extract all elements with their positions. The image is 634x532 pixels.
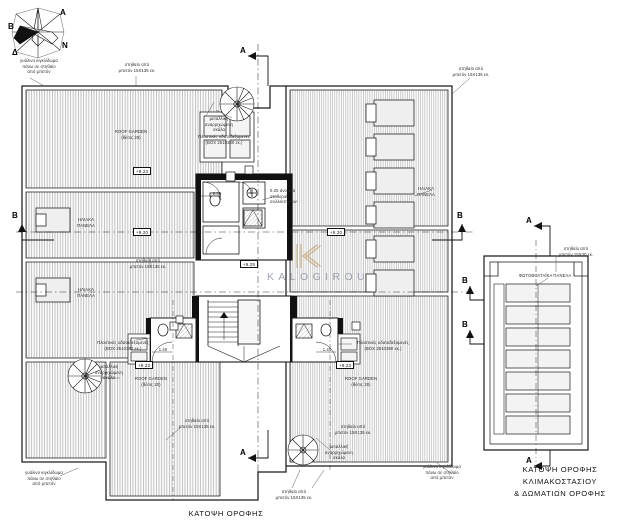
note-glass-balustrade-bottom-right: γυάλινο κιγκλίδωμα πάνω σε στηθαίο από μ… xyxy=(423,464,461,481)
water-tank-block-left xyxy=(127,333,151,365)
elevation-tag-roofgarden-southeast: +9.23 xyxy=(336,361,355,370)
note-glass-balustrade-bottom-left: γυάλινο κιγκλίδωμα πάνω σε στηθαίο από μ… xyxy=(25,470,63,487)
compass-label-north: N xyxy=(62,41,68,50)
note-hatch: 0.25 άνοιγμα σταθεροί συλλεκτηρίων xyxy=(270,188,297,205)
note-solar-panels-left-upper: ΗΛΙΑΚΑ ΠΑΝΕΛΑ xyxy=(77,217,95,228)
elevation-tag-west-terrace: +9.20 xyxy=(133,228,152,237)
section-mark-b-left: B xyxy=(12,211,18,220)
note-parapet-lower-left: στηθαίο από μπετόν 15Χ135 εκ. xyxy=(178,418,216,429)
wc-module-right xyxy=(291,317,343,363)
section-mark-b-right: B xyxy=(457,211,463,220)
note-parapet-bottom-center: στηθαίο από μπετόν 15Χ135 εκ. xyxy=(275,489,313,500)
dimension-wc-right: 1.40 xyxy=(322,347,332,352)
section-mark-a-top: A xyxy=(240,46,246,55)
central-core xyxy=(195,173,293,261)
drawing-title-main: ΚΑΤΟΨΗ ΟΡΟΦΗΣ xyxy=(188,509,264,518)
kalogirou-monogram-icon xyxy=(296,243,322,269)
staircase-roof-module xyxy=(466,222,589,470)
note-parapet-top-left: στηθαίο από μπετόν 15Χ135 εκ. xyxy=(118,62,156,73)
section-mark-b-module-upper: B xyxy=(462,276,468,285)
elevation-tag-roofgarden-north: +9.23 xyxy=(133,167,152,176)
note-water-tanks-right-lower: Πλαστικές υδατοδεξαμενές (ΒΟΧ 2510380 εκ… xyxy=(357,340,409,351)
section-mark-a-bottom: A xyxy=(240,448,246,457)
note-roof-garden-southwest: ROOF GARDEN (θέσις 20) xyxy=(134,376,168,387)
section-mark-a-module-top: A xyxy=(526,216,532,225)
drawing-title-secondary-3: & ΔΩΜΑΤΙΩΝ ΟΡΟΦΗΣ xyxy=(514,489,606,498)
note-parapet-lower-mid: στηθαίο από μπετόν 15Χ135 εκ. xyxy=(334,424,372,435)
note-parapet-top-right: στηθαίο από μπετόν 15Χ135 εκ. xyxy=(452,66,490,77)
compass-rose xyxy=(11,7,65,59)
elevation-tag-core: +9.25 xyxy=(240,260,259,269)
spiral-stair-lower-right xyxy=(287,434,319,466)
note-metal-stair-lower-right: μεταλλική αναρριχώμενη σκάλα xyxy=(325,444,353,461)
solar-panel-bank-left xyxy=(35,207,71,303)
spiral-stair-lower-left xyxy=(67,358,103,394)
compass-label-west: B xyxy=(8,22,14,31)
section-mark-b-module-lower: B xyxy=(462,320,468,329)
note-solar-panels-left-lower: ΗΛΙΑΚΑ ΠΑΝΕΛΑ xyxy=(77,287,95,298)
note-roof-garden-southeast: ROOF GARDEN (θέσις 20) xyxy=(344,376,378,387)
drawing-title-secondary-1: ΚΑΤΟΨΗ ΟΡΟΦΗΣ xyxy=(522,465,598,474)
note-glass-balustrade-top-left: γυάλινο κιγκλίδωμα πάνω σε στηθαίο από μ… xyxy=(20,58,58,75)
compass-label-south: Δ xyxy=(12,48,18,57)
water-tank-block-top xyxy=(199,111,255,163)
note-metal-stair-lower-left: μεταλλική αναρριχώμενη σκάλα xyxy=(95,364,123,381)
compass-label-east: A xyxy=(60,8,66,17)
elevation-tag-east-terrace: +9.20 xyxy=(327,228,346,237)
note-solar-panels-right: ΗΛΙΑΚΑ ΠΑΝΕΛΑ xyxy=(417,186,435,197)
note-parapet-right-module: στηθαίο από μπετόν 15Χ30 εκ. xyxy=(558,246,594,257)
solar-panel-bank-right xyxy=(365,99,415,297)
dimension-stair: 2.35 xyxy=(212,191,222,196)
note-water-tanks-left-lower: Πλαστικές υδατοδεξαμενές (ΒΟΧ 2510380 εκ… xyxy=(97,340,149,351)
note-parapet-mid-left: στηθαίο από μπετόν 15Χ135 εκ. xyxy=(129,258,167,269)
spiral-stair-top xyxy=(219,86,255,122)
dimension-ticks xyxy=(152,195,336,353)
section-leaders xyxy=(18,52,466,462)
annotation-leaders xyxy=(29,76,557,489)
section-mark-a-module-bottom: A xyxy=(526,456,532,465)
note-metal-stair-top: μεταλλική αναρριχώμενη σκάλα xyxy=(205,116,233,133)
elevation-tag-roofgarden-southwest: +9.23 xyxy=(135,361,154,370)
grid-lines xyxy=(16,44,474,476)
main-staircase xyxy=(192,295,297,363)
watermark-brand: KALOGIROU xyxy=(266,271,370,283)
note-roof-garden-north: ROOF GARDEN (θέσις 20) xyxy=(114,129,148,140)
note-pv-panels: ΦΩΤΟΒΟΛΤΑΪΚΑ ΠΑΝΕΛΑ xyxy=(518,273,572,278)
dimension-wc-left: 1.40 xyxy=(158,347,168,352)
drawing-title-secondary-2: ΚΛΙΜΑΚΟΣΤΑΣΙΟΥ xyxy=(522,477,598,486)
note-water-tanks-top: Πλαστικές υδατοδεξαμενές (ΒΟΧ 2510380 εκ… xyxy=(198,134,250,145)
